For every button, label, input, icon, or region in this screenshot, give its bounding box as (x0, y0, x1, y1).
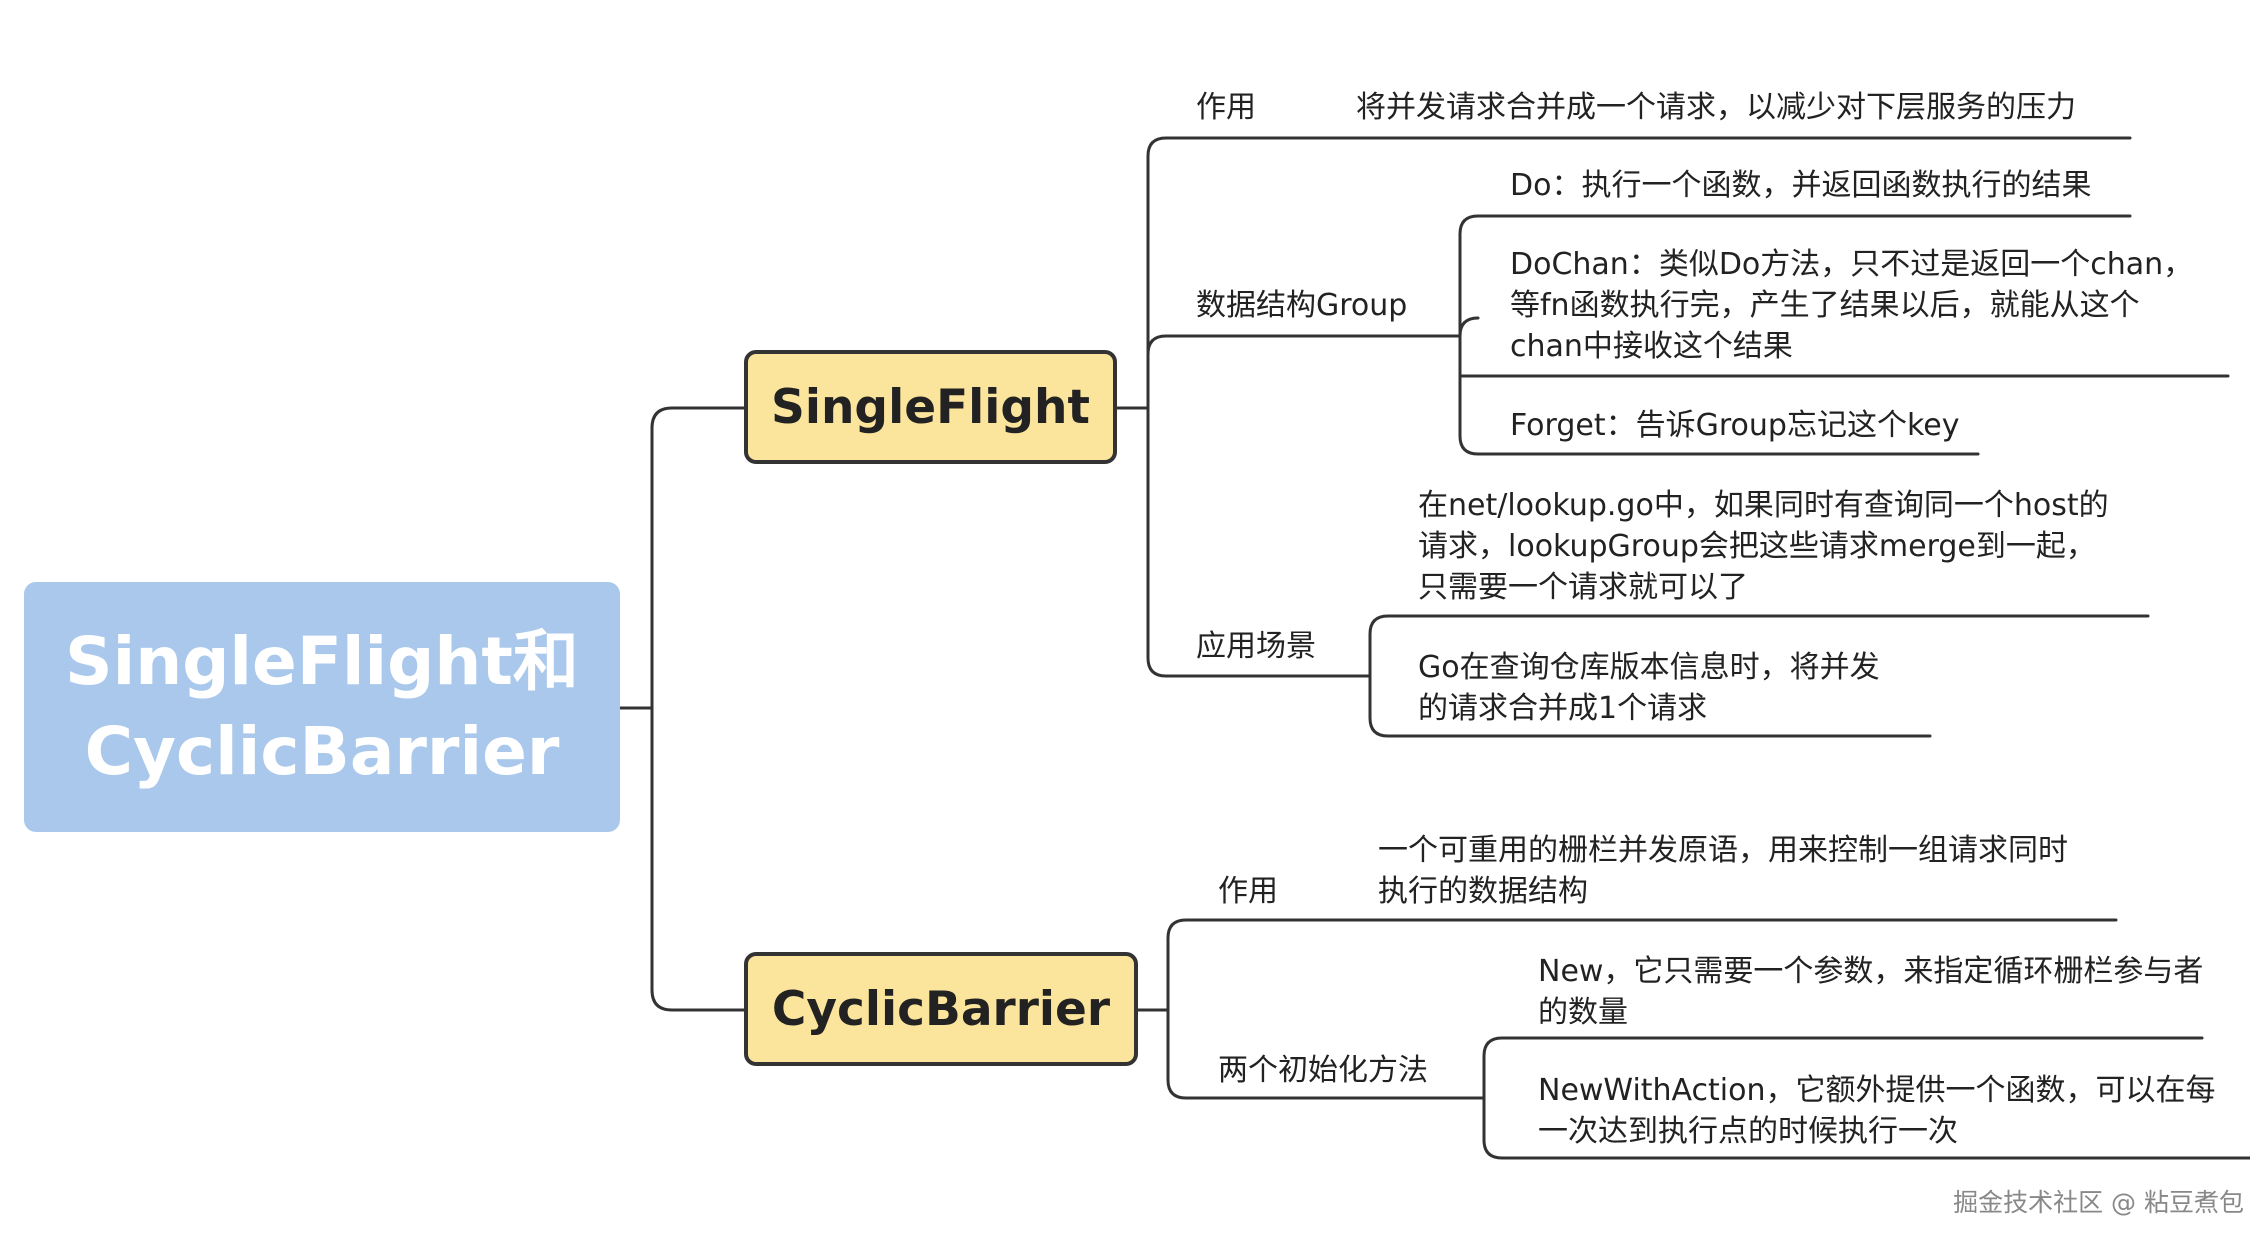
root-title-line2: CyclicBarrier (84, 713, 560, 790)
sf-purpose-text[interactable]: 将并发请求合并成一个请求，以减少对下层服务的压力 (1356, 90, 2076, 125)
root-title-line1: SingleFlight和 (65, 623, 579, 700)
sf-group-dochan[interactable]: DoChan：类似Do方法，只不过是返回一个chan， 等fn函数执行完，产生了… (1510, 244, 2193, 367)
sf-purpose-label[interactable]: 作用 (1196, 90, 1256, 125)
cb-init-with-action-line2: 一次达到执行点的时候执行一次 (1538, 1114, 1958, 1149)
sf-group-forget[interactable]: Forget：告诉Group忘记这个key (1510, 408, 1960, 443)
cb-init-label[interactable]: 两个初始化方法 (1218, 1053, 1428, 1088)
cb-purpose-line1: 一个可重用的栅栏并发原语，用来控制一组请求同时 (1378, 833, 2068, 868)
sf-group-dochan-line1: DoChan：类似Do方法，只不过是返回一个chan， (1510, 247, 2194, 282)
cyclicbarrier-topic[interactable]: CyclicBarrier (744, 952, 1138, 1066)
sf-usage-net-line1: 在net/lookup.go中，如果同时有查询同一个host的 (1418, 488, 2109, 523)
cb-purpose-text[interactable]: 一个可重用的栅栏并发原语，用来控制一组请求同时 执行的数据结构 (1378, 830, 2068, 912)
cb-init-with-action-line1: NewWithAction，它额外提供一个函数，可以在每 (1538, 1073, 2216, 1108)
sf-group-do[interactable]: Do：执行一个函数，并返回函数执行的结果 (1510, 168, 2092, 203)
sf-group-label[interactable]: 数据结构Group (1196, 288, 1408, 323)
singleflight-topic[interactable]: SingleFlight (744, 350, 1117, 464)
sf-usage-go-line1: Go在查询仓库版本信息时，将并发 (1418, 650, 1880, 685)
sf-usage-label[interactable]: 应用场景 (1196, 629, 1316, 664)
sf-usage-net-line3: 只需要一个请求就可以了 (1418, 570, 1748, 605)
cb-init-with-action[interactable]: NewWithAction，它额外提供一个函数，可以在每 一次达到执行点的时候执… (1538, 1070, 2216, 1152)
sf-usage-net[interactable]: 在net/lookup.go中，如果同时有查询同一个host的 请求，looku… (1418, 485, 2109, 608)
sf-usage-net-line2: 请求，lookupGroup会把这些请求merge到一起， (1418, 529, 2096, 564)
sf-group-dochan-line2: 等fn函数执行完，产生了结果以后，就能从这个 (1510, 288, 2140, 323)
cb-init-new-line2: 的数量 (1538, 995, 1628, 1030)
sf-usage-go-line2: 的请求合并成1个请求 (1418, 691, 1708, 726)
cb-purpose-line2: 执行的数据结构 (1378, 874, 1588, 909)
singleflight-title: SingleFlight (771, 379, 1090, 435)
watermark: 掘金技术社区 @ 粘豆煮包 (1953, 1188, 2244, 1217)
sf-group-dochan-line3: chan中接收这个结果 (1510, 329, 1793, 364)
cyclicbarrier-title: CyclicBarrier (771, 981, 1111, 1037)
root-topic[interactable]: SingleFlight和 CyclicBarrier (24, 582, 620, 832)
cb-init-new-line1: New，它只需要一个参数，来指定循环栅栏参与者 (1538, 954, 2204, 989)
cb-init-new[interactable]: New，它只需要一个参数，来指定循环栅栏参与者 的数量 (1538, 951, 2203, 1033)
cb-purpose-label[interactable]: 作用 (1218, 874, 1278, 909)
sf-usage-go[interactable]: Go在查询仓库版本信息时，将并发 的请求合并成1个请求 (1418, 647, 1880, 729)
